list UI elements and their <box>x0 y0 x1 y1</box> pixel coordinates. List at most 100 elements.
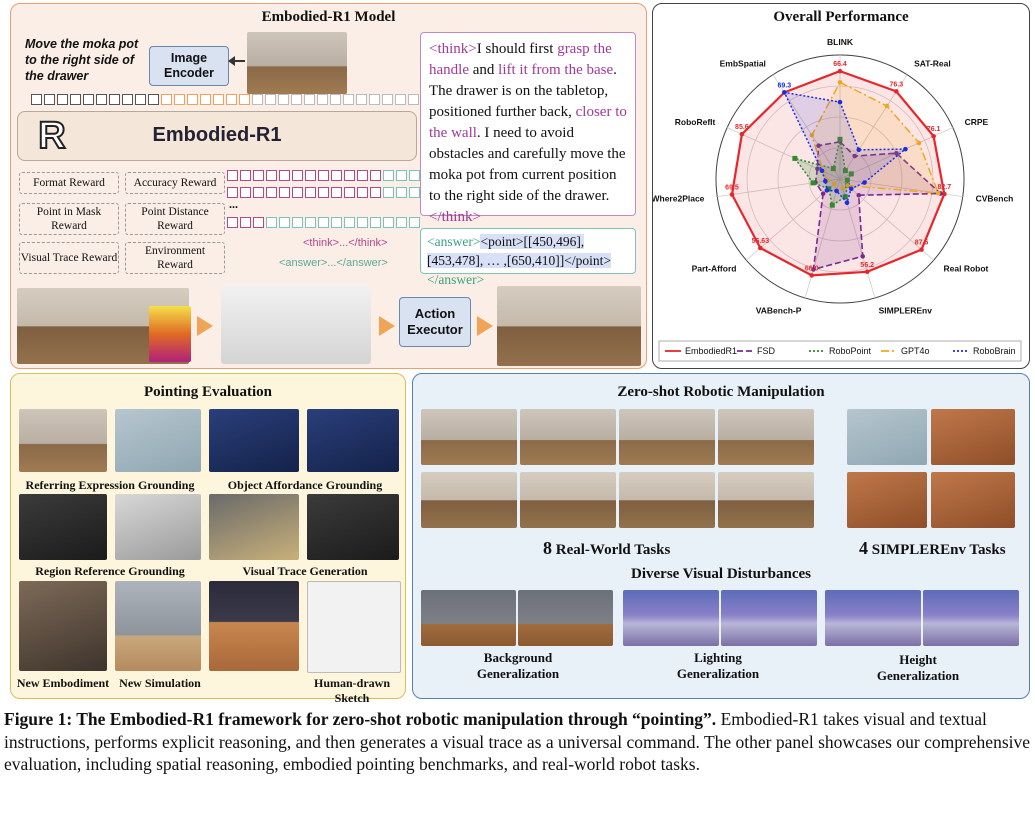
radar-point <box>815 166 820 171</box>
simpler-count: 4 <box>859 538 868 558</box>
caption-visual-trace: Visual Trace Generation <box>242 564 368 578</box>
radar-point <box>810 180 816 186</box>
radar-point <box>919 247 924 252</box>
embodied-r1-block: R Embodied-R1 <box>17 111 417 161</box>
radar-point <box>834 188 839 194</box>
arrow-right-icon <box>477 316 493 336</box>
caption-new-embodiment: New Embodiment <box>16 676 110 690</box>
radar-title: Overall Performance <box>773 9 909 25</box>
radar-spoke <box>717 178 841 198</box>
image-encoder-box: Image Encoder <box>149 46 229 86</box>
reward-box: Visual Trace Reward <box>19 242 119 274</box>
radar-axis-label: VABench-P <box>756 305 802 315</box>
reward-box: Point Distance Reward <box>125 203 225 235</box>
model-panel-title: Embodied-R1 Model <box>261 9 396 25</box>
lighting-image <box>623 590 719 646</box>
reward-box: Format Reward <box>19 172 119 194</box>
model-panel: Embodied-R1 Model Move the moka pot to t… <box>10 3 647 369</box>
task-image <box>718 409 814 465</box>
radar-point <box>826 186 832 192</box>
background-image <box>518 590 613 646</box>
real-world-text: Real-World Tasks <box>555 542 671 558</box>
radar-point <box>916 140 922 146</box>
reasoning-segment: and <box>468 62 499 78</box>
radar-point <box>903 146 908 152</box>
radar-point <box>840 186 846 191</box>
radar-point <box>832 181 837 187</box>
radar-point <box>894 150 899 156</box>
radar-point <box>830 166 836 172</box>
reasoning-segment: lift it from the base <box>498 62 614 78</box>
radar-point <box>845 183 850 188</box>
figure-caption-title: Figure 1: The Embodied-R1 framework for … <box>4 709 717 729</box>
task-image <box>520 409 616 465</box>
output-token-row <box>227 187 420 198</box>
radar-value-label: 76.1 <box>927 126 941 133</box>
radar-point <box>942 191 947 197</box>
radar-axis-label: EmbSpatial <box>720 59 766 69</box>
radar-point <box>935 190 941 196</box>
legend-box <box>658 340 1022 362</box>
pointing-title: Pointing Evaluation <box>144 384 272 400</box>
output-token-row <box>227 217 420 228</box>
radar-series-embodiedr1 <box>730 69 946 277</box>
answer-box: <answer><point>[[450,496],[453,478], … ,… <box>420 228 636 287</box>
radar-axis-label: CVBench <box>976 193 1014 203</box>
arrow-right-icon <box>379 316 395 336</box>
reasoning-text: <think>I should first grasp the handle a… <box>429 41 627 225</box>
reward-box: Environment Reward <box>125 242 225 274</box>
arrow-icon <box>231 60 245 62</box>
example-image <box>307 409 399 472</box>
radar-chart: 66.476.376.182.787.556.266.056.6369.585.… <box>653 37 1022 362</box>
reasoning-segment: I should first <box>476 41 558 57</box>
example-image <box>19 409 107 472</box>
caption-line: Generalization <box>476 666 560 681</box>
output-token-row <box>227 170 420 181</box>
think-tag-label: <think>...</think> <box>303 237 388 249</box>
radar-axis-label: SIMPLEREnv <box>879 305 933 315</box>
caption-line: Generalization <box>676 666 760 681</box>
simpler-text: SIMPLEREnv Tasks <box>871 542 1006 558</box>
reward-box: Point in Mask Reward <box>19 203 119 235</box>
radar-point <box>894 89 899 94</box>
real-world-count: 8 <box>543 538 552 558</box>
radar-axis-label: CRPE <box>965 117 989 127</box>
caption-referring-expression: Referring Expression Grounding <box>25 478 195 492</box>
radar-spoke <box>804 178 841 299</box>
height-image <box>825 590 921 646</box>
arrow-right-icon <box>197 316 213 336</box>
real-world-tasks-label: 8 Real-World Tasks <box>543 538 670 559</box>
radar-axis-label: RoboRefIt <box>675 117 716 127</box>
radar-point <box>852 153 858 159</box>
pointing-panel: Pointing Evaluation Referring Expression… <box>10 373 406 705</box>
example-image <box>307 494 399 560</box>
answer-tag-label: <answer>...</answer> <box>279 257 388 269</box>
simpler-task-image <box>847 409 927 465</box>
simpler-tasks-label: 4 SIMPLEREnv Tasks <box>859 538 1006 559</box>
radar-axis-label: BLINK <box>827 37 854 47</box>
robot-r-logo-icon: R <box>37 115 66 157</box>
arrow-head-icon <box>228 56 235 66</box>
height-image <box>923 590 1019 646</box>
radar-point <box>758 245 763 251</box>
radar-point <box>837 68 843 74</box>
example-image <box>209 409 299 472</box>
instruction-text: Move the moka pot to the right side of t… <box>25 37 139 83</box>
radar-point <box>856 192 862 198</box>
radar-value-label: 69.3 <box>778 82 792 89</box>
radar-value-label: 69.5 <box>725 185 739 192</box>
reasoning-segment: . I need to avoid obstacles and carefull… <box>429 125 626 204</box>
radar-point <box>842 194 848 200</box>
radar-point <box>816 143 821 148</box>
action-executor-box: Action Executor <box>399 297 471 347</box>
background-generalization-caption: Background Generalization <box>453 650 583 682</box>
radar-value-label: 56.63 <box>752 238 770 245</box>
radar-point <box>822 178 828 184</box>
radar-point <box>884 103 890 109</box>
example-image <box>307 581 401 673</box>
lighting-image <box>721 590 817 646</box>
ellipsis-text: ... <box>229 197 238 211</box>
zero-shot-panel: Zero-shot Robotic Manipulation 8 Real-Wo… <box>412 373 1030 699</box>
legend-label: GPT4o <box>901 346 930 356</box>
